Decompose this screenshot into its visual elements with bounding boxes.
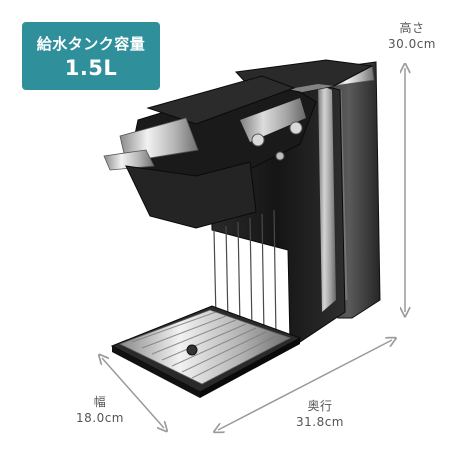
height-dimension: 高さ 30.0cm (382, 20, 442, 52)
depth-arrow (218, 340, 392, 430)
brewer-head (103, 75, 317, 229)
badge-value: 1.5L (64, 55, 118, 80)
width-label: 幅 (93, 395, 107, 409)
height-value: 30.0cm (387, 37, 436, 51)
badge-label: 給水タンク容量 (36, 34, 146, 53)
width-value: 18.0cm (75, 411, 124, 425)
width-arrow (102, 358, 164, 428)
front-fins (213, 209, 277, 337)
height-label: 高さ (399, 21, 425, 35)
depth-value: 31.8cm (295, 415, 344, 429)
tank-capacity-badge: 給水タンク容量 1.5L (22, 22, 160, 90)
depth-dimension: 奥行 31.8cm (280, 398, 360, 430)
drip-tray (110, 305, 302, 398)
depth-label: 奥行 (307, 399, 333, 413)
width-dimension: 幅 18.0cm (60, 394, 140, 426)
